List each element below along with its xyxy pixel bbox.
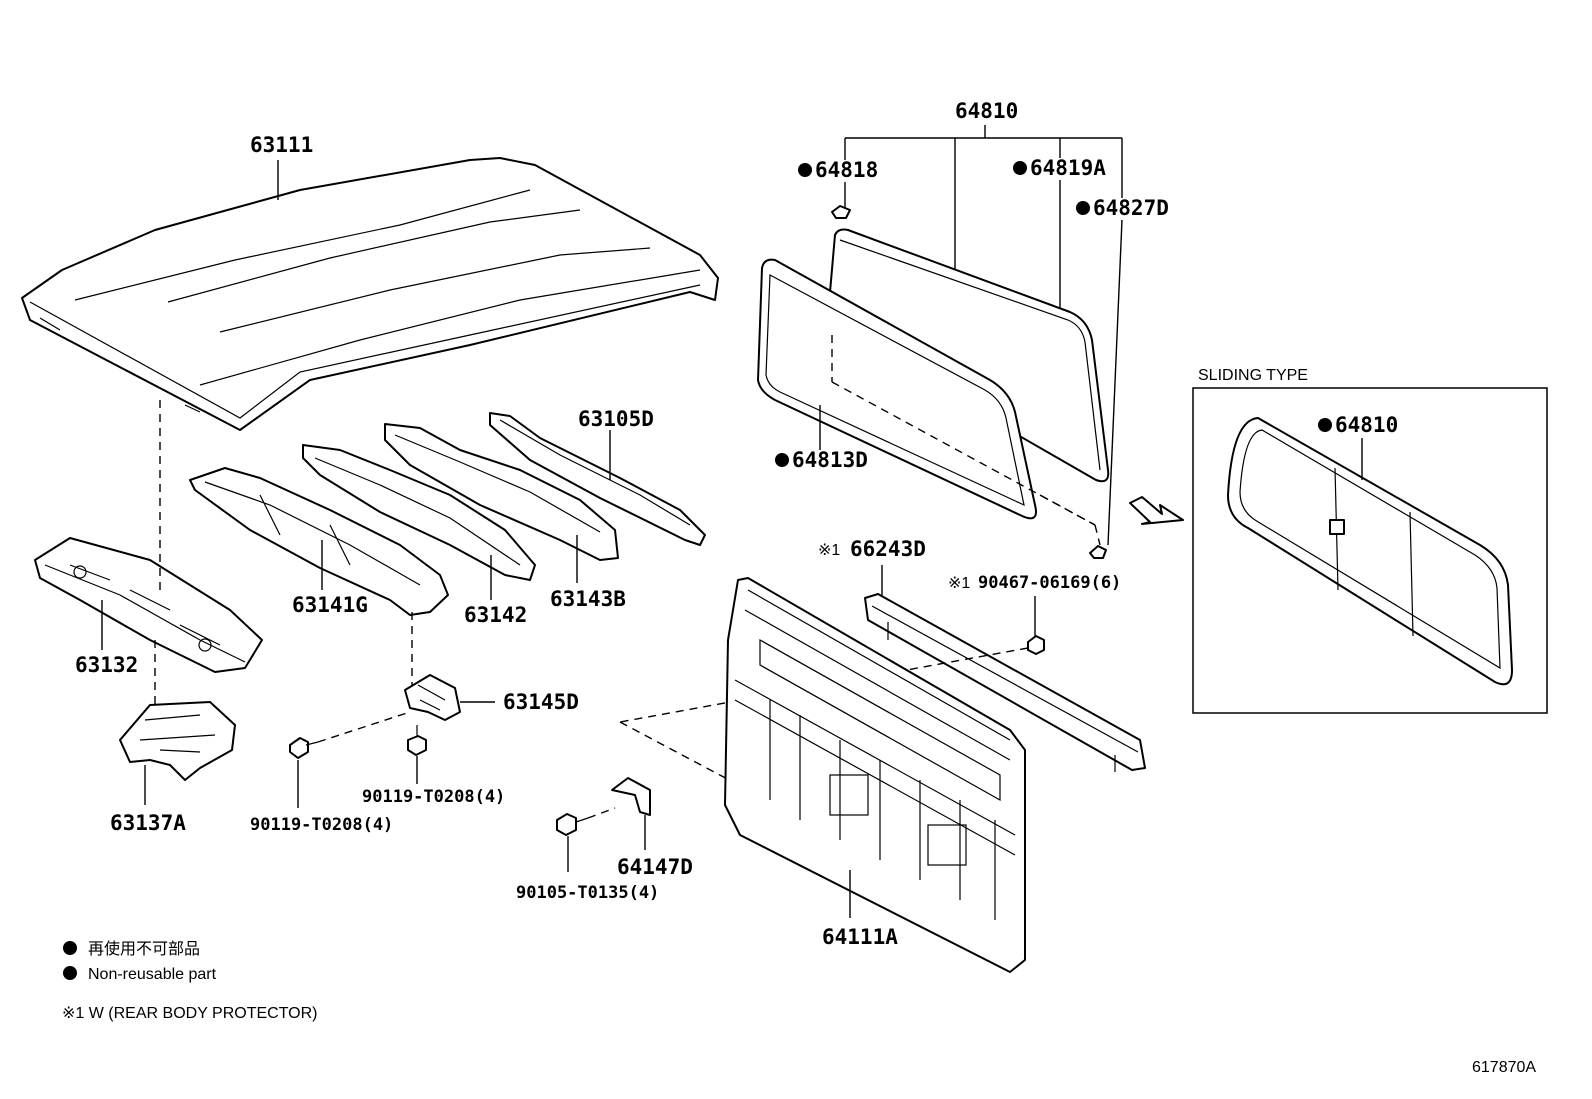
label-63137A: 63137A <box>110 811 186 835</box>
label-66243D: 66243D <box>850 537 926 561</box>
diagram-id: 617870A <box>1472 1059 1536 1076</box>
label-64810-sliding: 64810 <box>1335 413 1398 437</box>
roof-bow-63142 <box>302 444 536 581</box>
label-90467: 90467-06169(6) <box>978 573 1121 593</box>
legend-dot-jp <box>63 941 77 955</box>
leader-64827D <box>1107 219 1123 546</box>
view-arrow <box>1129 496 1184 525</box>
dash-bolt-a <box>317 711 411 743</box>
label-64810: 64810 <box>955 99 1018 123</box>
weatherstrip-64813D <box>757 258 1037 520</box>
clip-64827D <box>1089 545 1107 559</box>
dash-glass-3 <box>1094 524 1101 546</box>
label-63141G: 63141G <box>292 593 368 617</box>
label-63143B: 63143B <box>550 587 626 611</box>
legend-jp: 再使用不可部品 <box>88 940 200 958</box>
legend-en: Non-reusable part <box>88 966 217 983</box>
back-panel-64111A <box>724 577 1026 973</box>
label-64819A: 64819A <box>1030 156 1106 180</box>
label-63105D: 63105D <box>578 407 654 431</box>
header-panel-63132 <box>34 537 263 673</box>
roof-bow-63141G <box>189 467 449 616</box>
label-64813D: 64813D <box>792 448 868 472</box>
note-marker-66243D: ※1 <box>818 542 840 559</box>
legend-note1: ※1 W (REAR BODY PROTECTOR) <box>62 1005 318 1022</box>
dash-glass-2 <box>831 381 1096 526</box>
bolt-90105 <box>556 813 589 836</box>
dash-glass-4 <box>1039 494 1096 526</box>
nonreusable-dot-64819A <box>1013 161 1027 175</box>
label-90119-a: 90119-T0208(4) <box>250 815 393 835</box>
protector-66243D <box>864 593 1146 772</box>
label-63111: 63111 <box>250 133 313 157</box>
nonreusable-dot-64818 <box>798 163 812 177</box>
label-63145D: 63145D <box>503 690 579 714</box>
label-64827D: 64827D <box>1093 196 1169 220</box>
bracket-64147D <box>611 777 651 816</box>
label-64111A: 64111A <box>822 925 898 949</box>
roof-bow-63143B <box>384 423 619 561</box>
bracket-63137A <box>119 701 236 781</box>
roof-bow-63105D <box>489 412 706 546</box>
label-90119-b: 90119-T0208(4) <box>362 787 505 807</box>
inset-title: SLIDING TYPE <box>1198 367 1308 384</box>
nonreusable-dot-64810-sliding <box>1318 418 1332 432</box>
sliding-type-inset <box>1192 387 1548 714</box>
label-63142: 63142 <box>464 603 527 627</box>
note-marker-90467: ※1 <box>948 575 970 592</box>
dash-bolt-90105 <box>587 807 616 819</box>
label-64147D: 64147D <box>617 855 693 879</box>
nonreusable-dot-64827D <box>1076 201 1090 215</box>
sliding-window-64810 <box>1227 417 1513 686</box>
label-90105: 90105-T0135(4) <box>516 883 659 903</box>
roof-panel-63111 <box>21 157 719 431</box>
label-63132: 63132 <box>75 653 138 677</box>
dash-protector-panel-2 <box>619 721 749 791</box>
bolt-90119-b <box>407 725 427 756</box>
clip-64818 <box>831 182 851 219</box>
bracket-63145D <box>404 674 461 721</box>
legend-dot-en <box>63 966 77 980</box>
clip-nut-90467 <box>1027 635 1045 655</box>
nonreusable-dot-64813D <box>775 453 789 467</box>
bolt-90119-a <box>289 737 319 759</box>
label-64818: 64818 <box>815 158 878 182</box>
